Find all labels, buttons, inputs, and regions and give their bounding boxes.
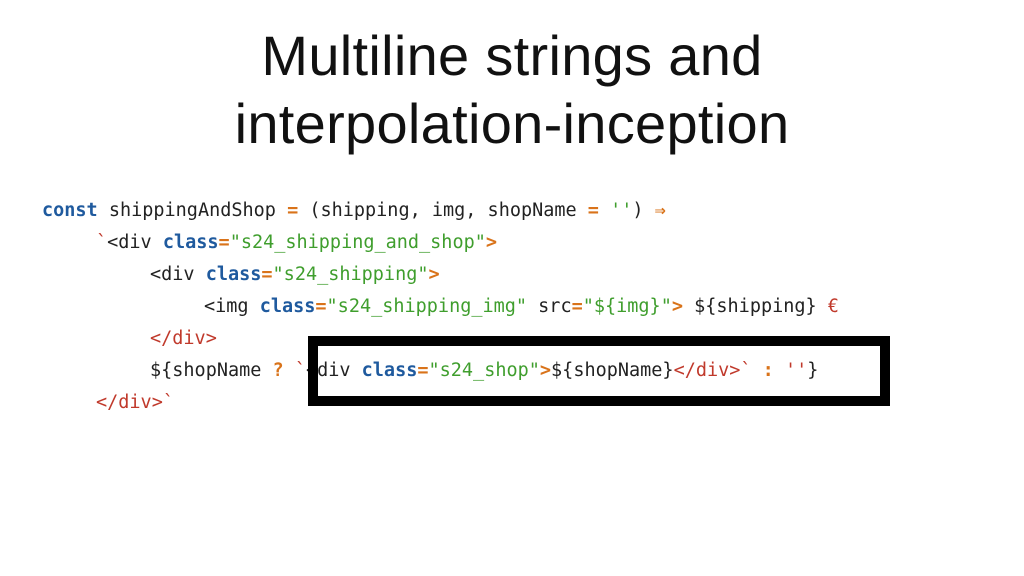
code-line-4: <img class="s24_shipping_img" src="${img… (204, 292, 839, 322)
space (284, 360, 295, 381)
backtick: ` (96, 232, 108, 253)
tag-gt: > (485, 232, 498, 253)
slide-title: Multiline strings and interpolation-ince… (0, 22, 1024, 158)
attr-value: "s24_shop" (428, 360, 540, 381)
arrow-operator: ⇒ (654, 200, 666, 221)
code-line-3: <div class="s24_shipping"> (150, 260, 440, 290)
attr-eq: = (417, 360, 429, 381)
tag-open: <div (150, 264, 206, 285)
attr-value: "s24_shipping" (272, 264, 429, 285)
keyword-const: const (42, 200, 98, 221)
close-tag: </div> (96, 392, 163, 413)
attr-value: "s24_shipping_img" (326, 296, 528, 317)
code-line-5: </div> (150, 324, 217, 354)
interp-close: } (807, 360, 819, 381)
paren-close: ) (632, 200, 655, 221)
function-name: shippingAndShop (97, 200, 288, 221)
attr-eq: = (315, 296, 327, 317)
interp-close: } (805, 296, 817, 317)
inner-interp-name: shopName (573, 360, 663, 381)
backtick: ` (294, 360, 306, 381)
empty-string: '' (773, 360, 808, 381)
interp-open: ${ (150, 360, 173, 381)
attr-value: "s24_shipping_and_shop" (229, 232, 486, 253)
tag-gt: > (539, 360, 552, 381)
tag-open: <div (107, 232, 163, 253)
attr-src-value: "${img}" (582, 296, 672, 317)
slide-title-line-1: Multiline strings and (261, 24, 763, 87)
interp-open: ${ (682, 296, 717, 317)
paren-open: ( (298, 200, 321, 221)
inner-interp-close: } (662, 360, 674, 381)
attr-class: class (162, 232, 219, 253)
tag-open: <div (305, 360, 362, 381)
attr-class: class (259, 296, 316, 317)
default-operator: = (587, 200, 599, 221)
attr-class: class (205, 264, 262, 285)
attr-class: class (361, 360, 418, 381)
ternary-operator: ? (272, 360, 284, 381)
param-list: shipping, img, shopName (320, 200, 588, 221)
inner-interp-open: ${ (551, 360, 574, 381)
close-tag: </div> (673, 360, 741, 381)
code-line-7: </div>` (96, 388, 174, 418)
attr-src: src (527, 296, 572, 317)
slide-title-line-2: interpolation-inception (234, 92, 790, 155)
attr-eq: = (261, 264, 273, 285)
attr-eq: = (218, 232, 230, 253)
code-line-2: `<div class="s24_shipping_and_shop"> (96, 228, 497, 258)
close-tag: </div> (150, 328, 217, 349)
ternary-colon: : (751, 360, 774, 381)
euro-sign: € (816, 296, 839, 317)
code-line-1: const shippingAndShop = (shipping, img, … (42, 196, 666, 226)
code-line-6: ${shopName ? `<div class="s24_shop">${sh… (150, 356, 818, 386)
interp-name: shopName (172, 360, 273, 381)
tag-open: <img (204, 296, 260, 317)
backtick-close: ` (162, 392, 174, 413)
attr-src-eq: = (571, 296, 583, 317)
interp-name: shipping (716, 296, 806, 317)
tag-gt: > (428, 264, 440, 285)
tag-gt: > (671, 296, 683, 317)
default-value: '' (598, 200, 633, 221)
assign-operator: = (287, 200, 299, 221)
backtick-close: ` (740, 360, 752, 381)
